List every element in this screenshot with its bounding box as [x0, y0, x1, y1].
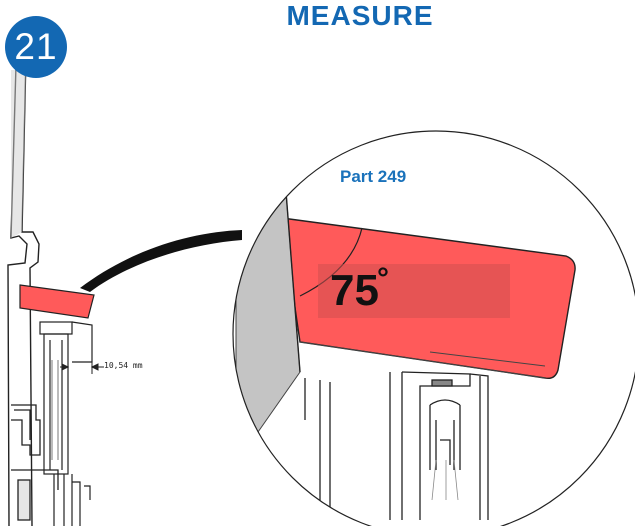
part-249-overview — [19, 284, 95, 319]
step-number: 21 — [14, 26, 58, 67]
angle-value: 75 — [330, 266, 379, 315]
angle-readout-box — [318, 264, 510, 318]
page-title: MEASURE — [286, 0, 434, 31]
detail-zoom-content — [233, 131, 635, 526]
dimension-label: 10,54 mm — [104, 361, 143, 370]
part-label: Part 249 — [340, 167, 407, 186]
detail-zoom-circle — [232, 130, 635, 526]
zoom-connector — [80, 230, 242, 292]
window-profile — [39, 321, 93, 526]
profile-detail — [304, 371, 489, 520]
dimension-indicator — [60, 360, 104, 374]
wall-fixing-bracket — [11, 404, 59, 521]
step-number-badge: 21 — [5, 16, 67, 78]
wall-fill — [11, 70, 26, 238]
angle-unit: ° — [377, 262, 389, 295]
